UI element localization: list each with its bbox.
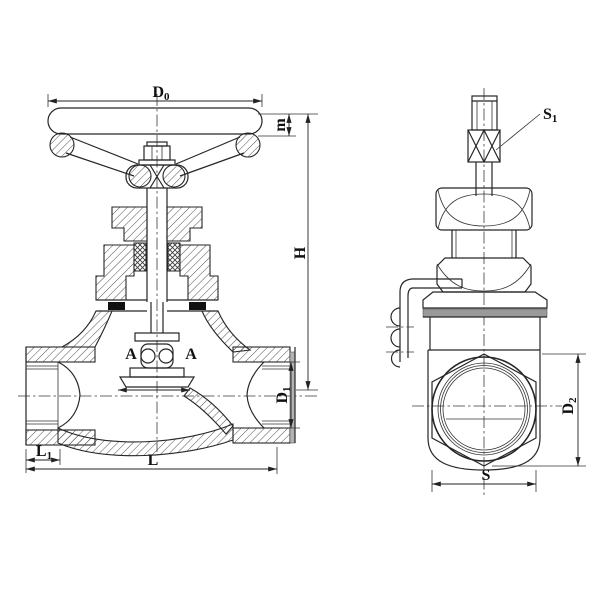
dim-label-s1: S1: [543, 106, 557, 125]
side-body-hex: [427, 349, 541, 471]
dimension-d2: D2: [492, 353, 586, 467]
dim-label-d2: D2: [560, 397, 579, 415]
dimension-l: L: [26, 447, 278, 474]
dimension-m: m: [258, 113, 318, 137]
side-bracket: [386, 278, 463, 368]
dim-label-s: S: [482, 467, 491, 484]
dim-label-l: L: [148, 452, 159, 469]
dim-label-l1: L1: [36, 443, 52, 462]
dim-label-m: m: [272, 118, 289, 132]
handwheel: [47, 107, 263, 189]
section-label-a-right: A: [185, 346, 197, 363]
bonnet-seal-left: [108, 302, 125, 310]
dimension-s: S: [431, 467, 537, 492]
dimension-d0: D0: [47, 84, 263, 107]
side-view-centerlines: [412, 88, 562, 497]
dimension-h: H: [292, 114, 318, 391]
section-label-a-left: A: [125, 346, 137, 363]
dim-label-d1: D1: [274, 386, 293, 403]
dim-label-d0: D0: [152, 84, 170, 103]
side-flange: [422, 291, 548, 350]
bonnet-seal-right: [189, 302, 206, 310]
dimension-s1: S1: [495, 106, 557, 151]
stem-square-section: [467, 129, 501, 163]
disc-assembly: [118, 332, 196, 388]
handwheel-hub: [125, 164, 189, 189]
dimension-d1: D1: [274, 361, 300, 429]
bottom-passage-wall: [57, 423, 234, 457]
side-stem-top: [467, 95, 501, 196]
valve-body-section: [25, 310, 296, 457]
dimension-l1: L1: [25, 443, 61, 473]
side-view: S1: [386, 88, 586, 497]
dim-label-h: H: [292, 246, 309, 259]
front-view: A A D0 m H D1: [18, 84, 318, 474]
seat-partition-wall: [183, 387, 234, 435]
side-gland-nut: [435, 187, 533, 231]
